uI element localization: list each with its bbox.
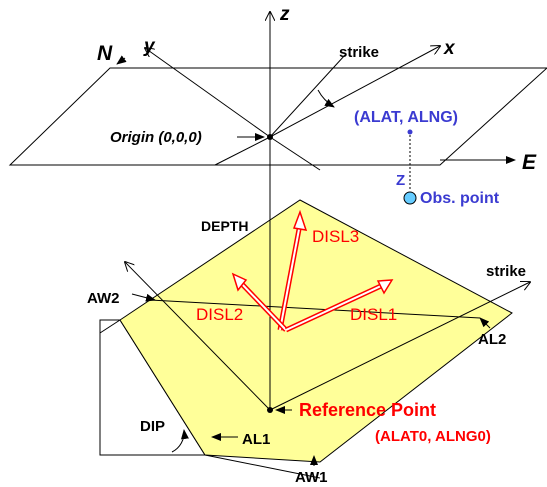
y-axis bbox=[145, 48, 271, 138]
east-label: E bbox=[522, 151, 537, 174]
aw2-arrow bbox=[131, 293, 156, 302]
alat-alng-label: (ALAT, ALNG) bbox=[354, 109, 458, 126]
disl-vectors bbox=[231, 209, 394, 333]
alat-alng-dot bbox=[407, 129, 413, 135]
alat0-alng0-label: (ALAT0, ALNG0) bbox=[375, 428, 491, 445]
north-label: N bbox=[97, 42, 113, 65]
surface-plane bbox=[8, 67, 547, 166]
al1-label: AL1 bbox=[242, 431, 270, 448]
al2-arrow bbox=[479, 317, 491, 329]
disl3-label: DISL3 bbox=[312, 227, 359, 246]
x-axis-label: x bbox=[443, 38, 456, 59]
disl2-label: DISL2 bbox=[196, 305, 243, 324]
z-axis-label: z bbox=[279, 4, 290, 25]
aw1-label: AW1 bbox=[295, 469, 328, 486]
strike-arc bbox=[317, 89, 335, 108]
y-axis-label: y bbox=[143, 36, 156, 57]
z-depth-label: Z bbox=[396, 172, 405, 189]
depth-label: DEPTH bbox=[201, 218, 248, 234]
obs-point-label: Obs. point bbox=[420, 190, 500, 207]
north-line bbox=[269, 54, 346, 138]
aw2-label: AW2 bbox=[87, 290, 120, 307]
reference-point-label: Reference Point bbox=[299, 400, 436, 420]
dip-arc bbox=[171, 429, 189, 453]
x-axis bbox=[269, 46, 440, 138]
origin-dot bbox=[267, 134, 273, 140]
dip-label: DIP bbox=[140, 418, 165, 435]
north-arrow bbox=[116, 55, 127, 65]
disl1-label: DISL1 bbox=[350, 305, 397, 324]
strike-label-fault: strike bbox=[486, 263, 526, 280]
origin-label: Origin (0,0,0) bbox=[110, 129, 202, 146]
strike-arrow-fault bbox=[269, 282, 530, 411]
al2-label: AL2 bbox=[478, 331, 506, 348]
strike-label-top: strike bbox=[339, 44, 379, 61]
obs-point-marker bbox=[403, 191, 417, 205]
dip-direction-arrow bbox=[125, 262, 271, 411]
aw2-line bbox=[149, 299, 481, 319]
reference-point-dot bbox=[267, 407, 273, 413]
